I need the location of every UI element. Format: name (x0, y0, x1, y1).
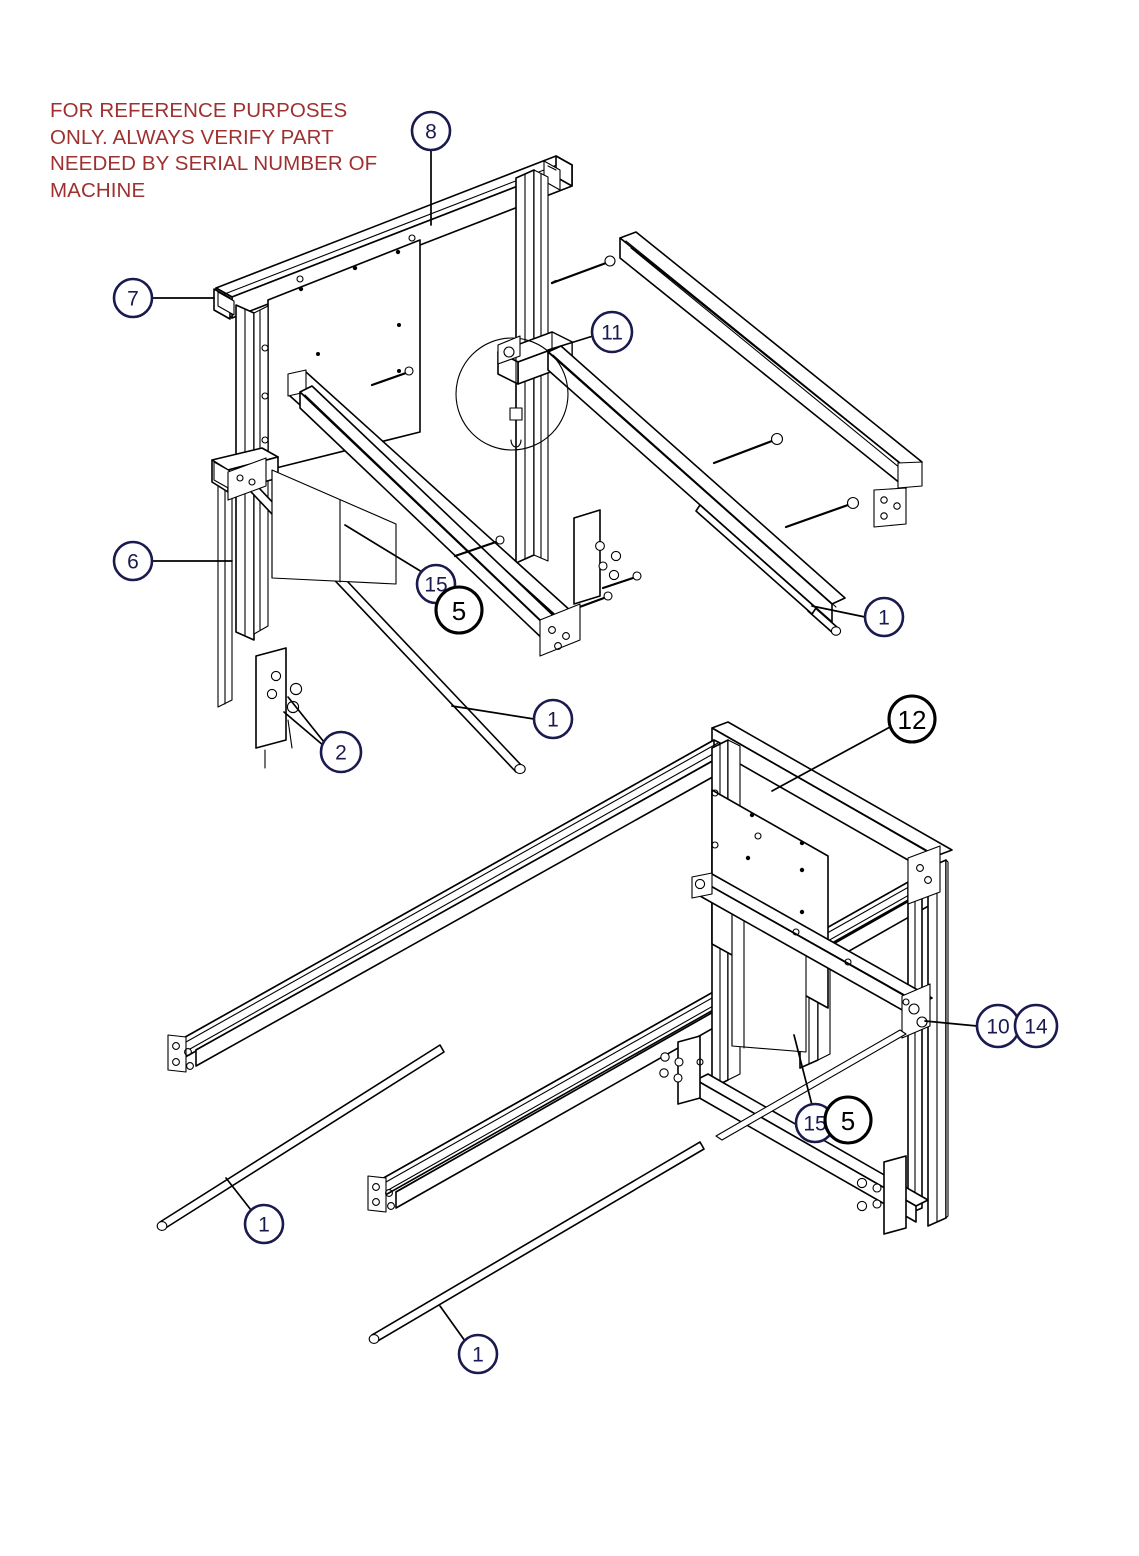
leader-1c (225, 1177, 252, 1211)
balloon-label: 1 (258, 1214, 270, 1237)
balloon-circle[interactable] (1013, 1003, 1059, 1049)
balloon-circle[interactable] (243, 1203, 285, 1245)
balloon-circle[interactable] (590, 310, 634, 354)
balloon-circle[interactable] (410, 110, 452, 152)
balloon-label: 15 (424, 574, 447, 597)
lower-leg-right-inner (907, 877, 923, 1215)
upper-right-small-plate (573, 509, 622, 605)
balloon-circle[interactable] (319, 730, 363, 774)
callout-balloon-11[interactable]: 11 (590, 310, 634, 354)
callout-balloon-8[interactable]: 8 (410, 110, 452, 152)
balloon-label: 1 (472, 1344, 484, 1367)
balloon-circle[interactable] (457, 1333, 499, 1375)
lower-tube-1-left (156, 1044, 445, 1231)
leader-1d (439, 1305, 466, 1342)
upper-joint-brackets (227, 335, 581, 657)
balloon-label: 15 (803, 1113, 826, 1136)
balloon-circle[interactable] (823, 1095, 873, 1145)
callout-balloon-5[interactable]: 5 (434, 585, 484, 635)
upper-assembly (211, 155, 923, 775)
upper-right-rail-top (619, 231, 923, 528)
leader-12 (771, 726, 891, 792)
leader-1a (811, 605, 866, 618)
lower-tube-1-bottom (368, 1141, 705, 1344)
upper-tube-1-right-long (695, 504, 817, 615)
balloon-circle[interactable] (532, 698, 574, 740)
lower-top-front-rail (167, 739, 727, 1073)
lower-leg-right-outer (927, 859, 949, 1227)
lower-fastener-plate-left (659, 1035, 701, 1105)
balloon-circle[interactable] (112, 540, 154, 582)
lower-right-corner-bracket (901, 983, 931, 1039)
callout-balloon-5[interactable]: 5 (823, 1095, 873, 1145)
callout-balloon-1[interactable]: 1 (243, 1203, 285, 1245)
balloon-label: 7 (127, 288, 139, 311)
callout-balloon-6[interactable]: 6 (112, 540, 154, 582)
lower-fastener-plate-right (856, 1155, 907, 1235)
lower-cross-rail-upper (691, 872, 933, 1021)
leader-2-1 (287, 696, 325, 743)
balloon-label: 11 (601, 322, 623, 345)
upper-fastener-plate (255, 647, 303, 769)
callout-balloon-1[interactable]: 1 (863, 596, 905, 638)
balloon-label: 5 (452, 596, 466, 626)
leader-11 (547, 335, 594, 351)
balloon-label: 10 (986, 1016, 1009, 1039)
leader-15a (344, 524, 423, 573)
lower-assembly (156, 721, 953, 1344)
balloon-circle[interactable] (863, 596, 905, 638)
lower-rail-fasteners (696, 832, 852, 1066)
balloon-circle[interactable] (887, 694, 937, 744)
callout-balloon-1[interactable]: 1 (457, 1333, 499, 1375)
leader-1b (451, 705, 535, 720)
upper-detail-circle (455, 337, 569, 451)
balloon-label: 1 (878, 607, 890, 630)
lower-bottom-rail-sliver (715, 1029, 907, 1141)
callout-balloon-7[interactable]: 7 (112, 277, 154, 319)
balloon-label: 2 (335, 742, 347, 765)
balloon-circle[interactable] (112, 277, 154, 319)
upper-right-rail-bottom (547, 345, 846, 623)
callout-leaders (151, 149, 978, 1342)
upper-inner-shroud (271, 469, 397, 585)
balloon-label: 1 (547, 709, 559, 732)
leader-10 (924, 1020, 978, 1027)
lower-top-corner-bracket (907, 845, 941, 905)
upper-top-beam (213, 155, 573, 320)
callout-balloon-1[interactable]: 1 (532, 698, 574, 740)
balloon-label: 8 (425, 121, 437, 144)
leader-15b (793, 1034, 813, 1106)
callout-balloon-12[interactable]: 12 (887, 694, 937, 744)
balloon-label: 14 (1024, 1016, 1048, 1039)
balloon-circle[interactable] (434, 585, 484, 635)
balloon-label: 12 (898, 705, 927, 735)
balloon-label: 6 (127, 551, 139, 574)
callout-balloon-14[interactable]: 14 (1013, 1003, 1059, 1049)
callout-balloon-2[interactable]: 2 (319, 730, 363, 774)
lower-top-front-rail-2 (195, 757, 729, 1067)
upper-right-fasteners (550, 255, 860, 529)
callout-balloon-10[interactable]: 10 (975, 1003, 1021, 1049)
leader-2-2 (283, 711, 325, 747)
reference-notice: FOR REFERENCE PURPOSES ONLY. ALWAYS VERI… (50, 99, 378, 202)
upper-front-rail-2 (299, 385, 561, 645)
balloon-label: 5 (841, 1106, 855, 1136)
